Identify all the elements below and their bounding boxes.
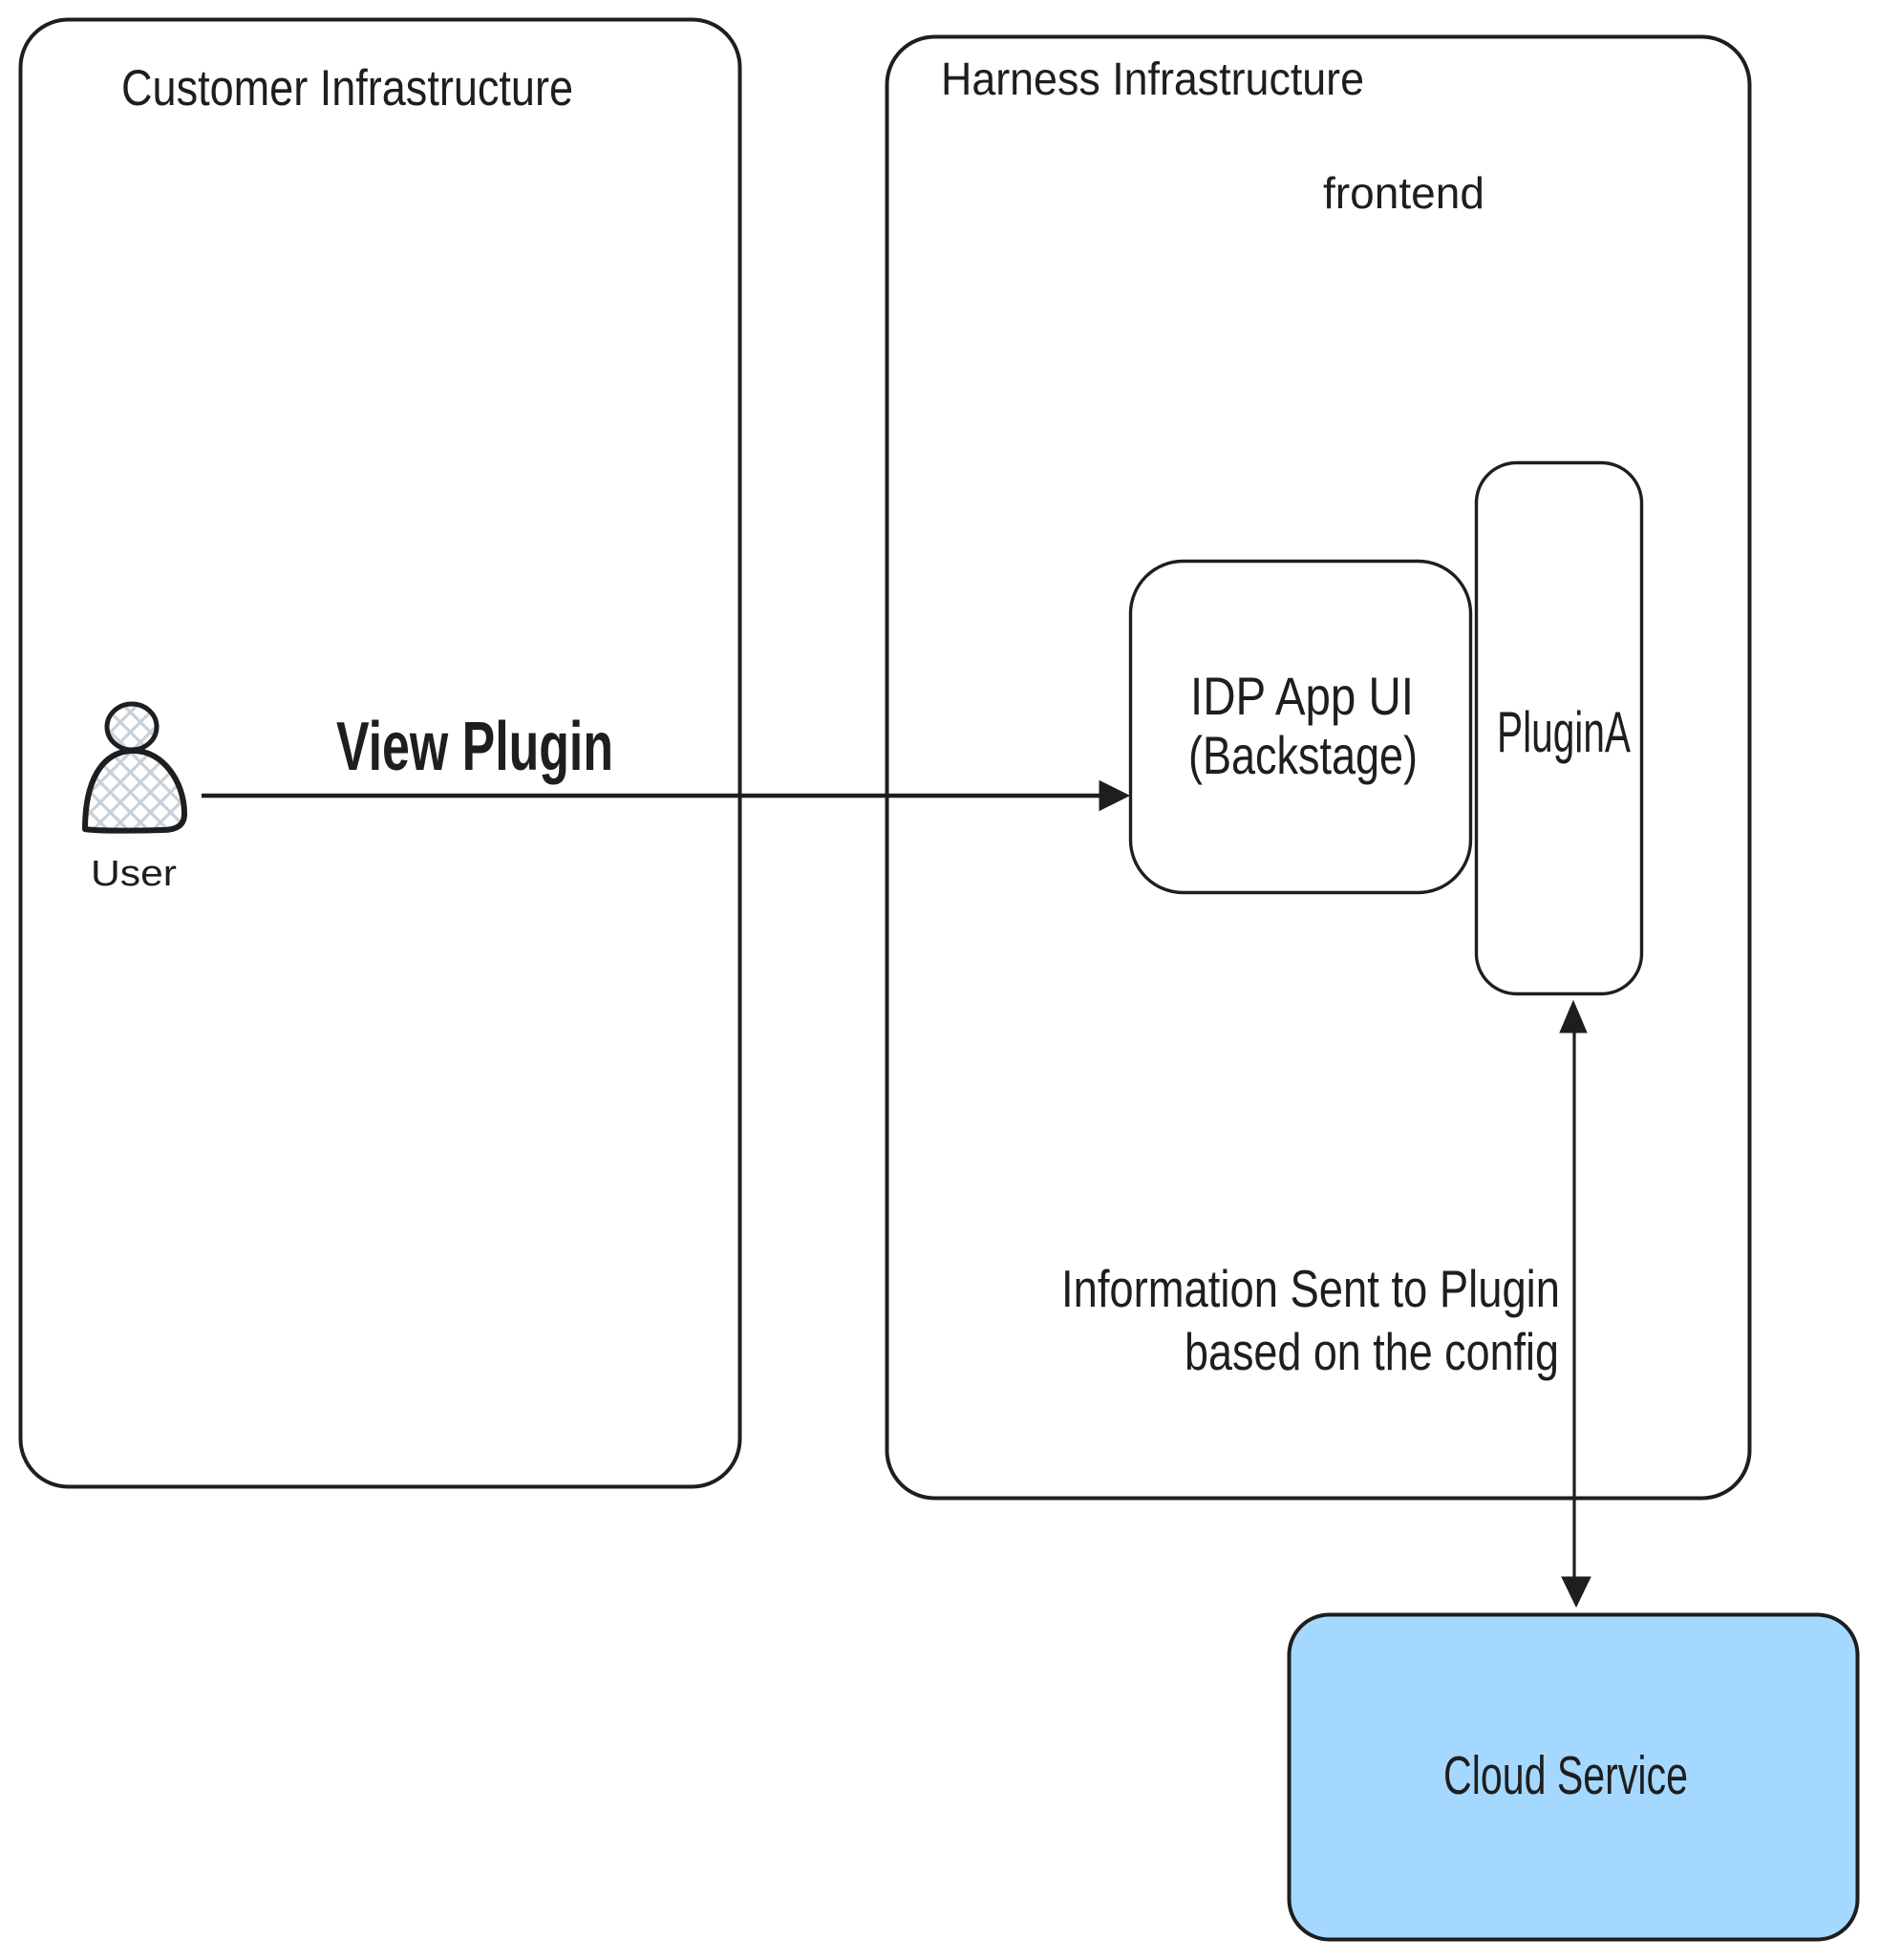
svg-text:Harness Infrastructure: Harness Infrastructure — [941, 54, 1364, 105]
svg-text:View Plugin: View Plugin — [336, 709, 613, 785]
svg-text:frontend: frontend — [1323, 168, 1484, 218]
svg-text:PluginA: PluginA — [1497, 700, 1631, 764]
svg-text:Cloud Service: Cloud Service — [1443, 1745, 1688, 1806]
svg-text:based on the config: based on the config — [1185, 1322, 1559, 1381]
svg-text:IDP App UI: IDP App UI — [1190, 666, 1414, 726]
svg-text:Customer Infrastructure: Customer Infrastructure — [121, 60, 573, 117]
svg-text:User: User — [91, 854, 177, 894]
svg-text:Information Sent to Plugin: Information Sent to Plugin — [1061, 1259, 1560, 1318]
svg-text:(Backstage): (Backstage) — [1188, 725, 1418, 785]
